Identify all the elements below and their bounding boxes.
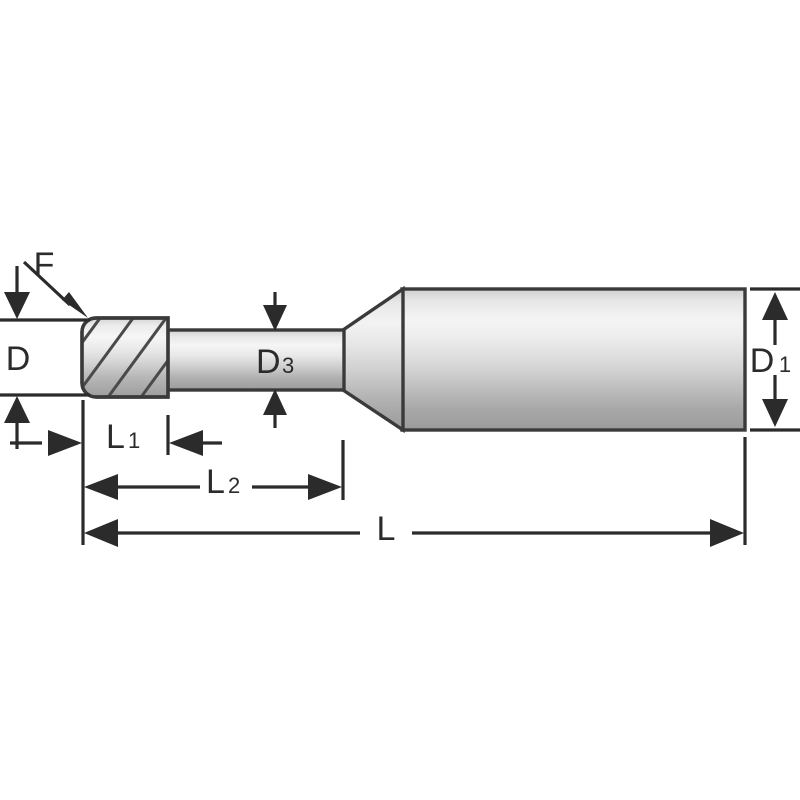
l-label: L <box>377 510 396 548</box>
dimension-d: D <box>0 266 90 449</box>
f-leader-line <box>22 260 72 307</box>
l2-left-arrowhead <box>84 474 118 500</box>
d3-label-subscript: 3 <box>282 353 294 378</box>
l2-label: L <box>206 463 225 501</box>
l2-right-arrowhead <box>308 474 342 500</box>
cutter-head-flutes <box>82 318 168 397</box>
l1-label-subscript: 1 <box>128 428 140 453</box>
d1-bottom-arrowhead <box>762 399 788 427</box>
l1-left-arrowhead <box>48 430 82 456</box>
d1-top-arrowhead <box>762 292 788 320</box>
l1-label: L <box>106 418 125 456</box>
shank-body <box>400 287 747 432</box>
dimension-l: L <box>84 510 744 548</box>
d-label: D <box>6 340 31 378</box>
cutter-head <box>80 316 170 399</box>
dimension-f: F <box>22 246 88 318</box>
dimension-l1: L 1 <box>10 418 222 456</box>
neck <box>164 328 346 392</box>
d1-label: D <box>750 342 775 380</box>
dimension-l2: L 2 <box>84 463 342 501</box>
d3-top-arrowhead <box>263 305 287 331</box>
neck-body <box>164 328 346 392</box>
d1-label-subscript: 1 <box>779 352 791 377</box>
dimension-d1: D 1 <box>750 287 800 432</box>
taper-body <box>341 285 405 434</box>
l-right-arrowhead <box>710 519 744 547</box>
l-left-arrowhead <box>84 519 118 547</box>
shank <box>400 287 747 432</box>
d-bottom-arrowhead <box>4 396 30 423</box>
d3-label: D <box>256 343 281 381</box>
dimension-d3: D 3 <box>256 292 294 428</box>
f-label: F <box>34 246 55 284</box>
l1-right-arrowhead <box>169 430 203 456</box>
d3-bottom-arrowhead <box>263 389 287 415</box>
taper <box>341 285 405 434</box>
d-top-arrowhead <box>4 292 30 319</box>
l2-label-subscript: 2 <box>228 473 240 498</box>
vertical-witness-lines <box>81 400 747 545</box>
f-arrowhead <box>62 292 88 318</box>
